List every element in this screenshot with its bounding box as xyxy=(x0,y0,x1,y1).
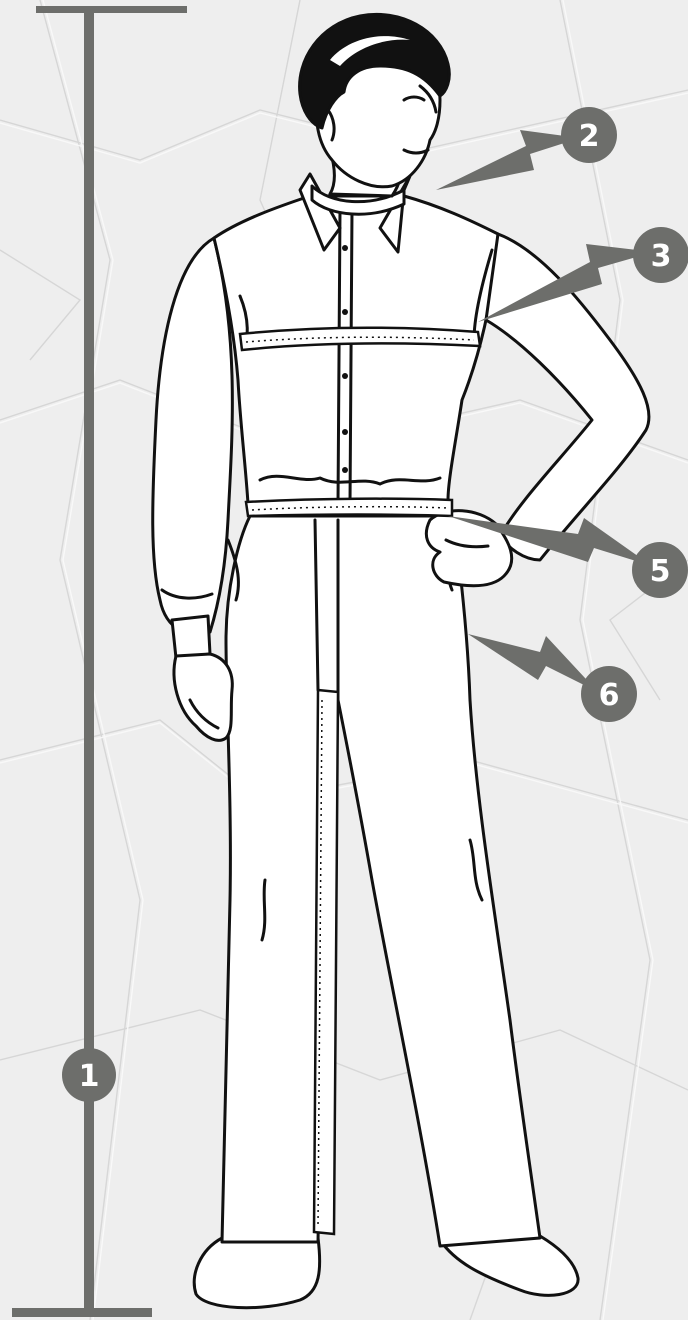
svg-text:5: 5 xyxy=(650,554,671,589)
inseam-tape xyxy=(314,690,338,1234)
waist-tape xyxy=(246,499,452,516)
svg-text:1: 1 xyxy=(79,1059,100,1094)
marker-1: 1 xyxy=(62,1048,116,1102)
left-shoe xyxy=(194,1238,319,1308)
svg-text:2: 2 xyxy=(579,119,600,154)
marker-5: 5 xyxy=(632,542,688,598)
svg-text:3: 3 xyxy=(651,239,672,274)
marker-3: 3 xyxy=(633,227,688,283)
svg-text:6: 6 xyxy=(599,678,620,713)
marker-6: 6 xyxy=(581,666,637,722)
marker-2: 2 xyxy=(561,107,617,163)
left-cuff xyxy=(172,616,210,658)
